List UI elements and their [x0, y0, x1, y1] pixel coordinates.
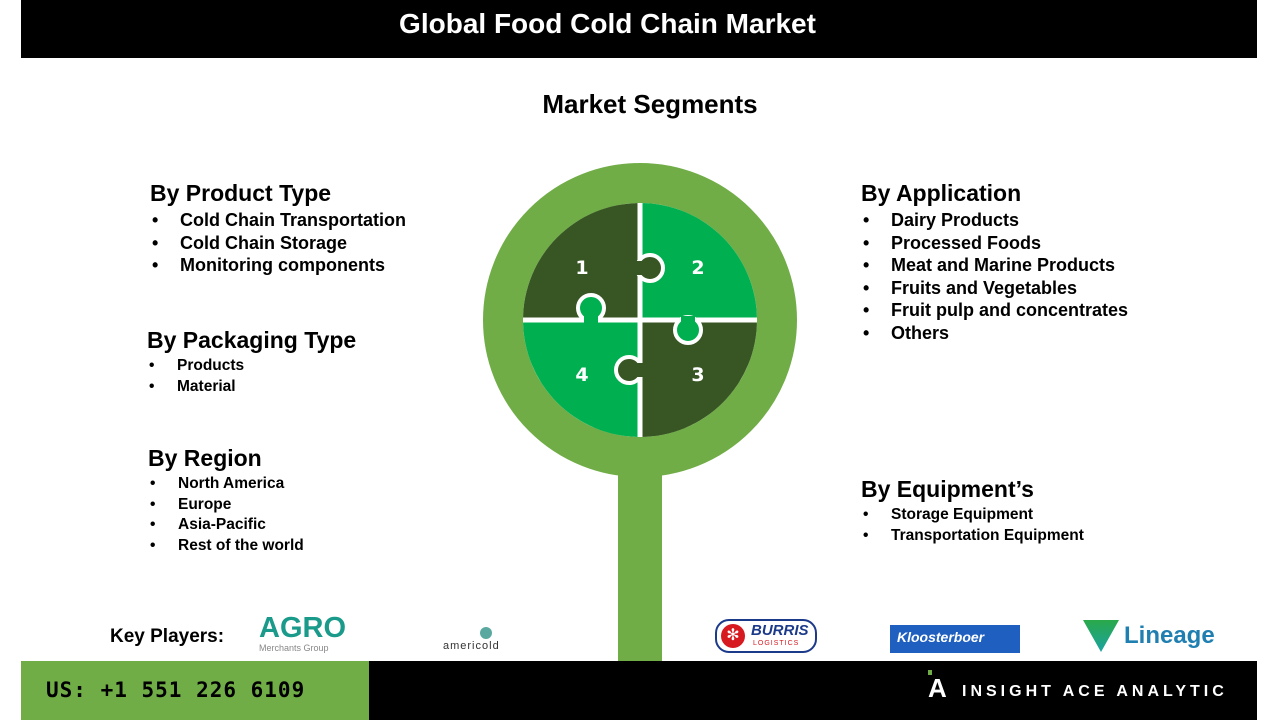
snowflake-icon: ✻	[721, 624, 745, 648]
puzzle-label-2: 2	[691, 257, 704, 279]
lineage-logo: Lineage	[1124, 622, 1215, 649]
puzzle-label-1: 1	[575, 257, 588, 279]
agro-logo: AGRO	[259, 612, 346, 644]
list-item: Dairy Products	[861, 209, 1128, 232]
list-item: Cold Chain Storage	[150, 232, 406, 255]
segment-title: By Equipment’s	[861, 476, 1034, 502]
segment-packaging-type: By Packaging Type ProductsMaterial	[147, 327, 356, 397]
list-item: Monitoring components	[150, 254, 406, 277]
segment-title: By Packaging Type	[147, 327, 357, 353]
list-item: Fruit pulp and concentrates	[861, 299, 1128, 322]
puzzle-label-3: 3	[691, 364, 704, 386]
footer-brand-bar	[369, 661, 1257, 720]
list-item: Cold Chain Transportation	[150, 209, 406, 232]
list-item: Material	[147, 377, 356, 398]
phone-number: US: +1 551 226 6109	[46, 678, 306, 702]
list-item: Asia-Pacific	[148, 515, 304, 536]
americold-logo: americold	[443, 640, 500, 652]
segment-title: By Region	[148, 445, 262, 471]
puzzle-piece-2	[640, 203, 757, 320]
segment-product-type: By Product Type Cold Chain Transportatio…	[150, 180, 406, 277]
key-players-label: Key Players:	[110, 626, 225, 647]
segment-title: By Application	[861, 180, 1022, 206]
footer-contact	[21, 661, 369, 720]
list-item: Meat and Marine Products	[861, 254, 1128, 277]
list-item: North America	[148, 474, 304, 495]
title-bar	[21, 0, 1257, 58]
segment-application: By Application Dairy ProductsProcessed F…	[861, 180, 1128, 344]
list-item: Processed Foods	[861, 232, 1128, 255]
page-title: Global Food Cold Chain Market	[399, 8, 816, 39]
magnifier-ring	[483, 163, 797, 477]
list-item: Fruits and Vegetables	[861, 277, 1128, 300]
list-item: Rest of the world	[148, 536, 304, 557]
list-item: Products	[147, 356, 356, 377]
puzzle-piece-1	[523, 203, 640, 320]
magnifier-handle	[618, 474, 662, 664]
puzzle-piece-4	[523, 320, 640, 437]
list-item: Others	[861, 322, 1128, 345]
insightace-logo-icon: A	[928, 673, 947, 703]
americold-globe-icon	[480, 627, 492, 639]
puzzle-piece-3	[640, 320, 757, 437]
logo-accent	[928, 670, 932, 675]
segment-equipment: By Equipment’s Storage EquipmentTranspor…	[861, 476, 1084, 546]
segment-title: By Product Type	[150, 180, 332, 206]
list-item: Storage Equipment	[861, 505, 1084, 526]
puzzle-label-4: 4	[575, 364, 588, 386]
kloosterboer-logo: Kloosterboer	[890, 625, 1020, 653]
agro-logo-sub: Merchants Group	[259, 643, 329, 653]
segment-region: By Region North AmericaEuropeAsia-Pacifi…	[148, 445, 304, 556]
brand-name: INSIGHT ACE ANALYTIC	[962, 683, 1228, 700]
list-item: Europe	[148, 495, 304, 516]
burris-logo: ✻ BURRIS LOGISTICS	[715, 619, 817, 653]
list-item: Transportation Equipment	[861, 526, 1084, 547]
subtitle: Market Segments	[542, 89, 758, 119]
